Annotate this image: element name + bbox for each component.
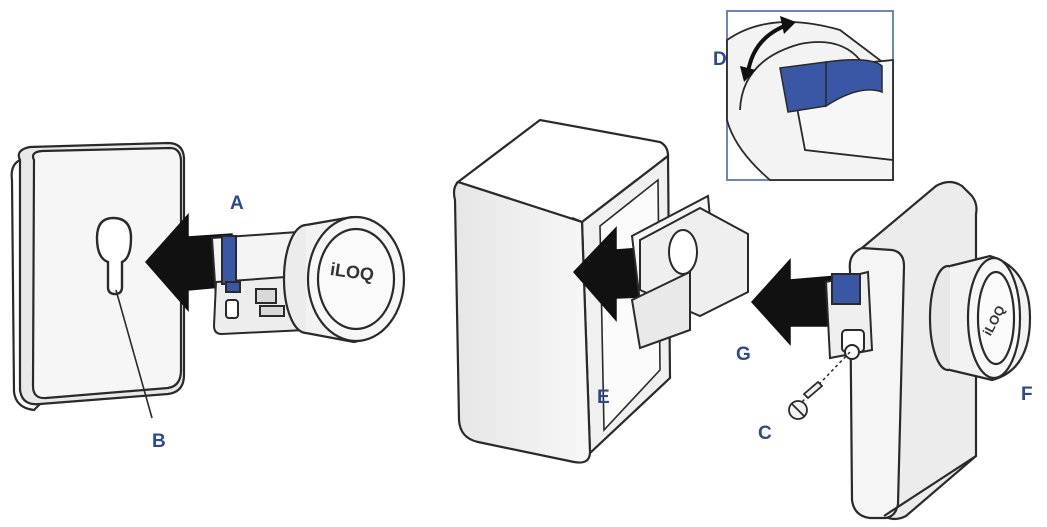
detail-inset	[726, 10, 894, 181]
callout-f: F	[1021, 384, 1033, 405]
callout-a: A	[230, 193, 244, 214]
leader-line-b	[115, 289, 153, 419]
keyhole-icon	[95, 216, 133, 296]
callout-d: D	[713, 49, 727, 70]
lock-unit-knob	[928, 254, 1032, 382]
callout-e: E	[597, 387, 610, 408]
lock-cylinder	[210, 230, 307, 336]
adapter-bracket	[630, 194, 749, 350]
callout-c: C	[758, 423, 772, 444]
callout-b: B	[152, 431, 166, 452]
callout-g: G	[736, 344, 751, 365]
lock-unit-cylinder	[824, 270, 874, 360]
escutcheon-plate	[10, 141, 186, 412]
screw-icon	[788, 380, 824, 420]
cylinder-knob	[282, 215, 406, 344]
insert-arrow-right	[750, 258, 839, 346]
